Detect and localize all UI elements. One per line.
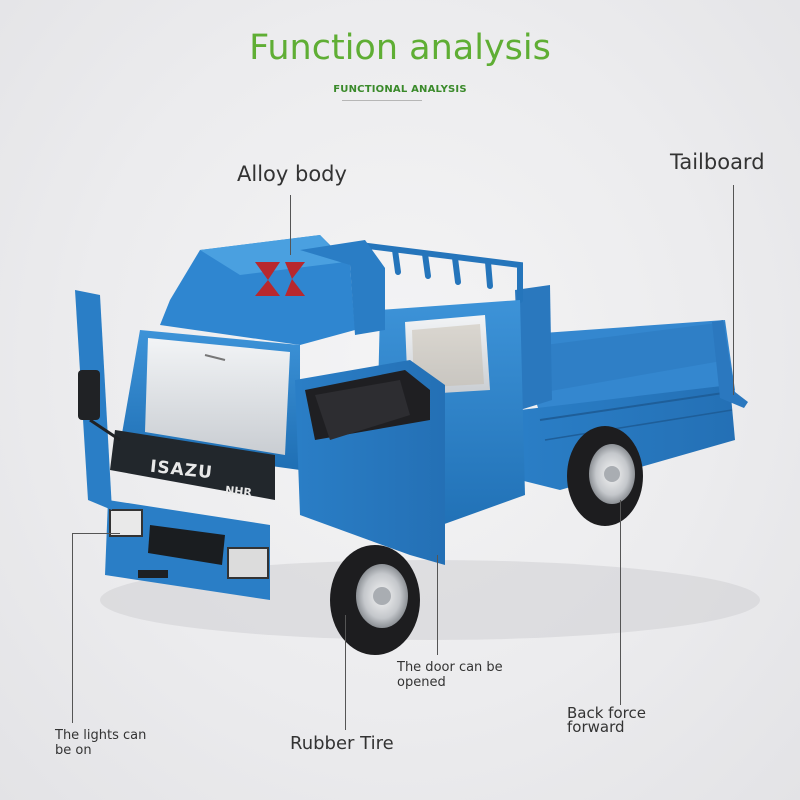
tailboard-leader — [733, 185, 734, 395]
door-leader — [437, 555, 438, 655]
callout-door: The door can be opened — [397, 660, 503, 690]
truck-model: NHR — [224, 483, 253, 500]
cargo-bed — [515, 285, 748, 490]
subtitle-divider — [342, 100, 422, 101]
lights-leader-v — [72, 533, 73, 723]
page-title: Function analysis — [249, 28, 551, 68]
callout-lights-line2: be on — [55, 743, 92, 758]
callout-door-line1: The door can be — [397, 660, 503, 675]
cab-front — [105, 330, 300, 600]
callout-back-force: Back force forward — [567, 704, 646, 736]
callout-lights: The lights can be on — [55, 728, 146, 758]
callout-back-line2: forward — [567, 718, 625, 736]
roof-rack — [357, 242, 523, 303]
back-force-leader — [620, 500, 621, 705]
cab-roof — [160, 235, 385, 345]
lights-leader-h — [72, 533, 120, 534]
rear-wheel — [567, 426, 643, 526]
left-door — [75, 290, 121, 510]
alloy-body-leader — [290, 195, 291, 255]
callout-back-line1: Back force — [567, 704, 646, 722]
callout-lights-line1: The lights can — [55, 728, 147, 743]
callout-rubber-tire: Rubber Tire — [290, 733, 394, 754]
callout-alloy-body: Alloy body — [237, 162, 347, 186]
page-subtitle: FUNCTIONAL ANALYSIS — [333, 84, 467, 95]
callout-door-line2: opened — [397, 675, 446, 690]
tire-leader — [345, 615, 346, 730]
callout-tailboard: Tailboard — [670, 150, 765, 174]
front-wheel — [330, 545, 420, 655]
open-door — [295, 360, 445, 565]
